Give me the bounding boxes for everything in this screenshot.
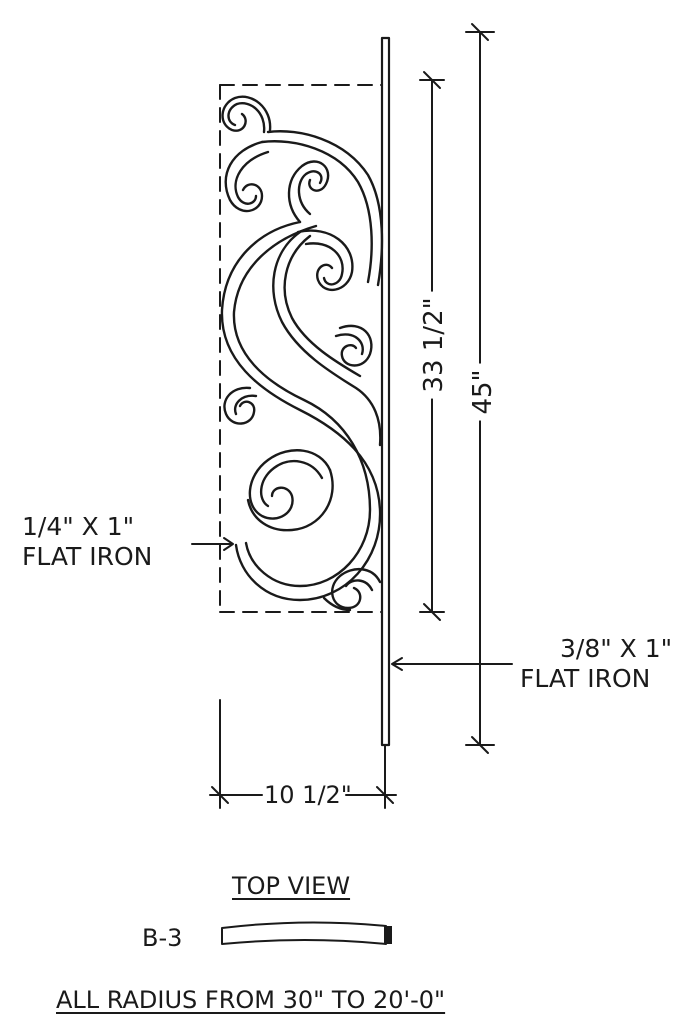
label-radius-note: ALL RADIUS FROM 30" TO 20'-0" [56, 986, 446, 1014]
label-scroll-material-type: FLAT IRON [22, 542, 153, 571]
label-width: 10 1/2" [264, 781, 352, 809]
label-post-material-type: FLAT IRON [520, 664, 651, 693]
label-part-number: B-3 [142, 924, 183, 952]
dimension-10-1-2 [209, 699, 397, 809]
dashed-outline [219, 84, 386, 613]
scroll-work [220, 95, 384, 612]
top-view-profile [221, 921, 392, 945]
label-height-scroll: 33 1/2" [419, 291, 449, 399]
leader-post-material [391, 657, 513, 671]
leader-scroll-material [191, 537, 234, 551]
label-top-view: TOP VIEW [232, 872, 351, 900]
label-scroll-material-size: 1/4" X 1" [22, 512, 135, 541]
label-height-overall: 45" [468, 363, 498, 421]
flat-iron-post [380, 36, 391, 747]
label-post-material-size: 3/8" X 1" [560, 634, 673, 663]
